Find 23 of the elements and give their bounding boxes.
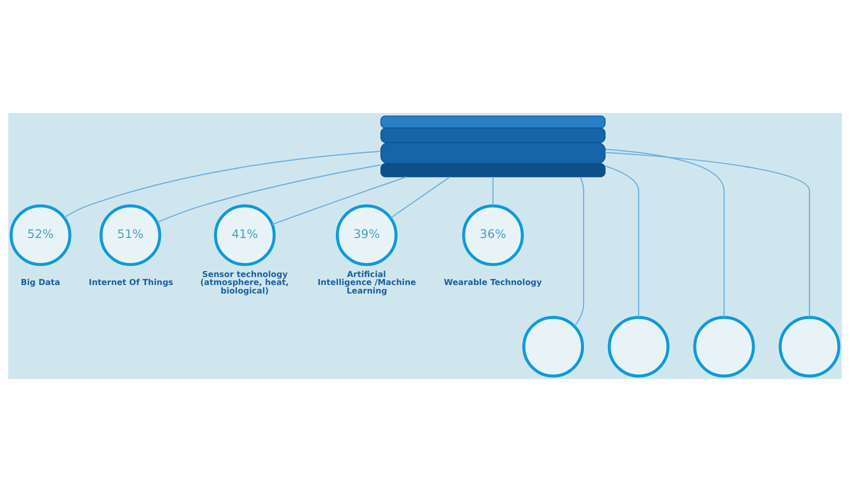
node-label: Big Data [20, 276, 60, 286]
connector [390, 176, 450, 218]
node-circle: 39% [336, 204, 398, 266]
node-circle: 41% [214, 204, 276, 266]
node-circle: 52% [10, 204, 72, 266]
connector [605, 151, 810, 317]
node-label: Wearable Technology [444, 276, 542, 286]
connector [574, 176, 584, 326]
connector [64, 150, 381, 218]
node-circle [693, 315, 755, 378]
node-circle [778, 315, 840, 378]
node-circle: 36% [462, 204, 524, 266]
node-circle [608, 315, 670, 378]
connector [605, 164, 640, 317]
node-label: Internet Of Things [88, 276, 174, 286]
connector [272, 176, 406, 224]
connector [156, 164, 381, 222]
node-label: Artificial Intelligence /Machine Learning [318, 268, 416, 295]
node-circle: 51% [100, 204, 162, 266]
connector [492, 176, 494, 206]
connector [605, 148, 725, 317]
node-label: Sensor technology (atmosphere, heat, biological) [200, 268, 289, 295]
node-circle [522, 315, 584, 378]
